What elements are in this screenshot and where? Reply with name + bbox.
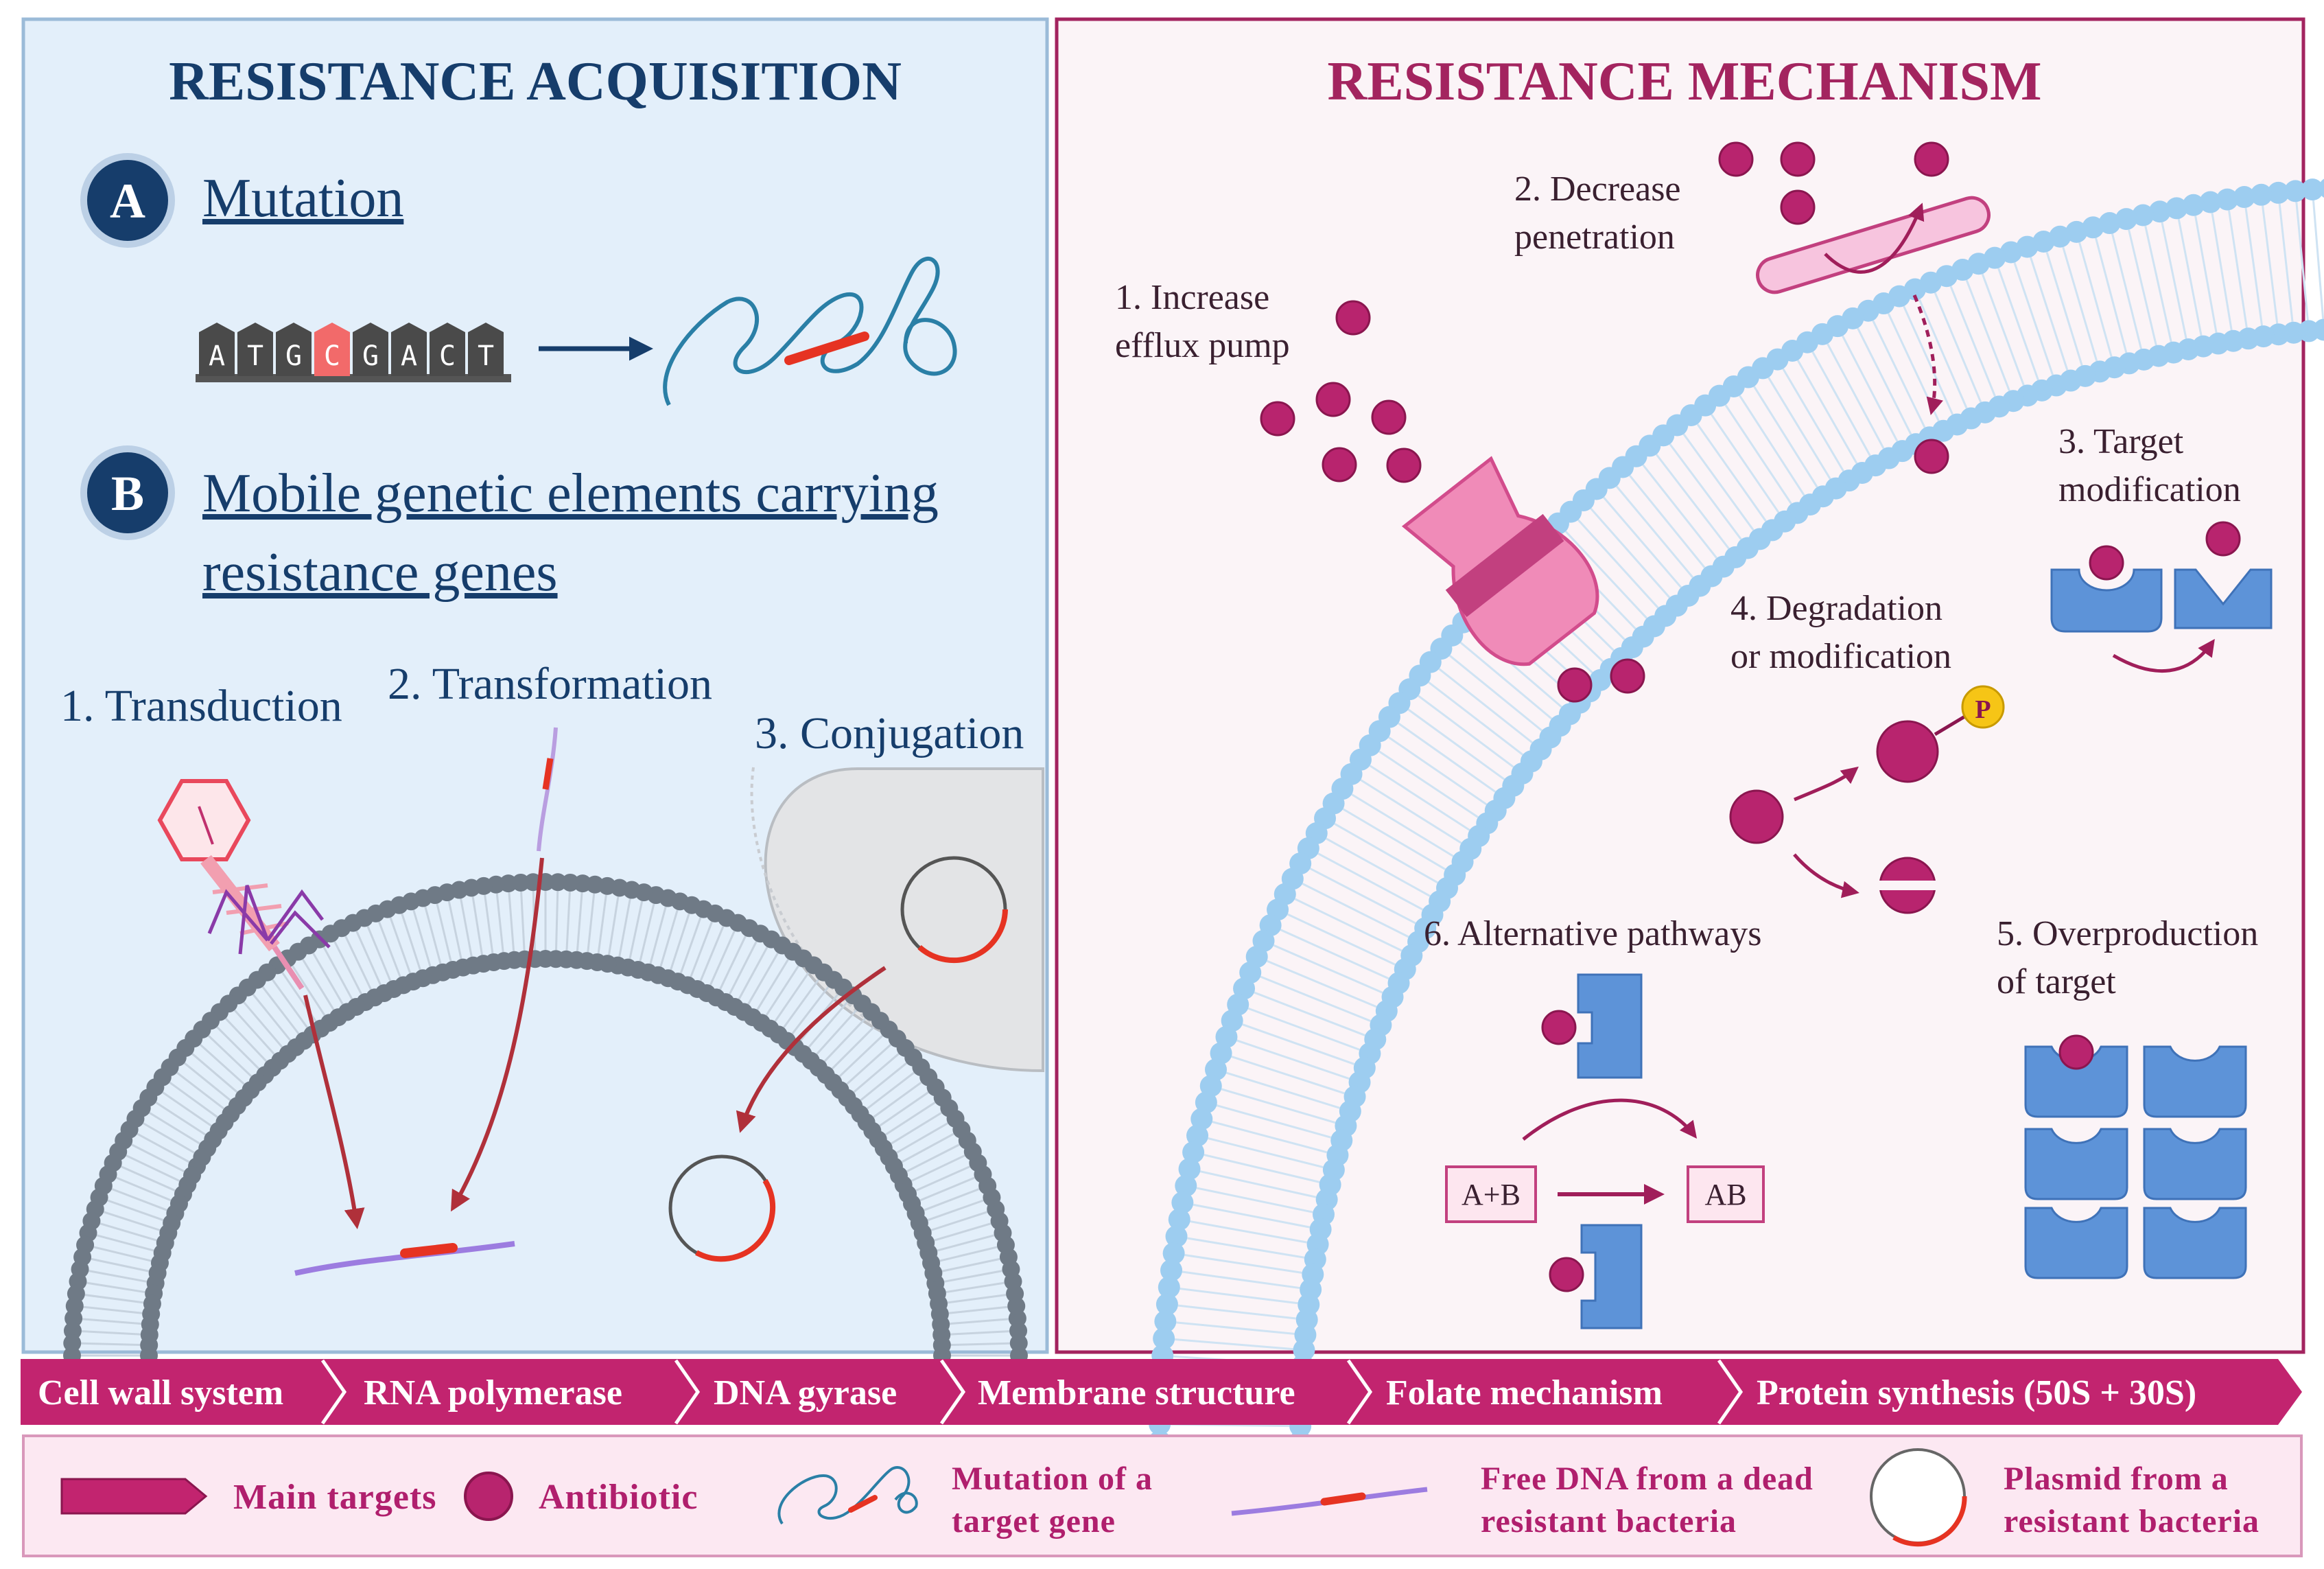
- alternative-pathway: A+B AB: [1445, 973, 1765, 1329]
- m6-line1: 6. Alternative pathways: [1424, 914, 1761, 953]
- mutated-gene-icon: [663, 257, 957, 406]
- band-target-label: RNA polymerase: [364, 1373, 622, 1413]
- target-protein: [2143, 1045, 2247, 1118]
- band-target-label: Protein synthesis (50S + 30S): [1757, 1373, 2196, 1413]
- conjugation-label: 3. Conjugation: [755, 708, 1024, 758]
- right-panel-title: RESISTANCE MECHANISM: [1328, 51, 2042, 112]
- dna-base-block: [314, 323, 350, 376]
- transformation-label: 2. Transformation: [388, 659, 712, 709]
- dna-base-letter: G: [362, 340, 379, 372]
- integrated-dna: [294, 1241, 515, 1276]
- m4-line1: 4. Degradation: [1730, 589, 1942, 628]
- badge-b-letter: B: [111, 466, 144, 521]
- dna-base-block: [468, 323, 504, 376]
- dna-base-letter: A: [209, 340, 225, 372]
- donor-cell: [750, 767, 1044, 1073]
- target-protein: [2024, 1207, 2128, 1279]
- band-separator: [1717, 1359, 1744, 1425]
- m2-line1: 2. Decrease: [1514, 170, 1681, 209]
- dna-base-block: [353, 323, 388, 376]
- dna-base-block: [391, 323, 427, 376]
- penetration-arrow: [1824, 202, 1925, 274]
- m3-line1: 3. Target: [2058, 422, 2184, 461]
- efflux-pump: [1401, 456, 1599, 666]
- m3-line2: modification: [2058, 470, 2241, 509]
- reactant-label: A+B: [1462, 1178, 1521, 1211]
- recipient-membrane: [63, 873, 1028, 1364]
- targets-band-bg: [21, 1359, 2302, 1425]
- dna-base-letter: T: [478, 340, 494, 372]
- badge-a: [80, 153, 175, 248]
- legend-mutation-line2: target gene: [952, 1503, 1116, 1539]
- porin-channel: [1756, 196, 1991, 294]
- badge-a-letter: A: [110, 174, 145, 229]
- band-target-label: Folate mechanism: [1386, 1373, 1663, 1413]
- dna-base-block: [199, 323, 235, 376]
- transduction-arrow: [303, 995, 365, 1229]
- product-label: AB: [1704, 1178, 1746, 1211]
- band-separator: [674, 1359, 701, 1425]
- legend-plasmid-line2: resistant bacteria: [2004, 1503, 2260, 1539]
- band-separator: [939, 1359, 966, 1425]
- mobile-elements-label-line1: Mobile genetic elements carrying: [202, 463, 939, 524]
- dna-base-block: [237, 323, 273, 376]
- left-panel-title: RESISTANCE ACQUISITION: [169, 51, 902, 112]
- bound-antibiotic: [2058, 1034, 2094, 1070]
- overproduced-targets: [2024, 1034, 2247, 1279]
- m1-line2: efflux pump: [1115, 326, 1290, 365]
- plasmid-icon: [1870, 1448, 1967, 1547]
- right-panel: RESISTANCE MECHANISM 1. Increase efflux …: [1055, 17, 2324, 1452]
- target-protein: [2143, 1207, 2247, 1279]
- legend-plasmid-line1: Plasmid from a: [2004, 1461, 2229, 1497]
- target-modification: [2050, 521, 2273, 673]
- dna-base-letter: C: [324, 340, 340, 372]
- dna-base-letter: T: [247, 340, 263, 372]
- received-plasmid: [668, 1154, 776, 1262]
- free-dna-fragment: [537, 727, 558, 852]
- dna-base-block: [430, 323, 465, 376]
- targets-band: Cell wall system RNA polymerase DNA gyrase…: [21, 1359, 2302, 1425]
- transformation-arrow: [451, 857, 544, 1212]
- m1-line1: 1. Increase: [1115, 278, 1269, 317]
- antibiotic-icon: [464, 1472, 513, 1521]
- badge-b: [80, 445, 175, 540]
- free-dna-icon: [1231, 1487, 1428, 1516]
- target-protein: [2024, 1128, 2128, 1200]
- bacteriophage: [157, 779, 331, 990]
- m5-line2: of target: [1997, 962, 2116, 1001]
- mutation-icon: [777, 1466, 918, 1525]
- legend-mutation-line1: Mutation of a: [952, 1461, 1153, 1497]
- main-targets-icon: [60, 1478, 208, 1515]
- m2-line2: penetration: [1514, 218, 1675, 257]
- band-target-label: Cell wall system: [38, 1373, 283, 1413]
- m5-line1: 5. Overproduction: [1997, 914, 2258, 953]
- mutation-label: Mutation: [202, 168, 403, 229]
- dna-base-letter: G: [285, 340, 302, 372]
- dna-base-letter: A: [401, 340, 417, 372]
- band-target-label: Membrane structure: [978, 1373, 1295, 1413]
- band-separator: [320, 1359, 347, 1425]
- dna-base-block: [276, 323, 312, 376]
- legend-free-dna-line1: Free DNA from a dead: [1481, 1461, 1814, 1497]
- antibiotic-degradation: P: [1729, 685, 2005, 914]
- m4-line2: or modification: [1730, 637, 1951, 676]
- legend-antibiotic: Antibiotic: [539, 1478, 698, 1517]
- target-protein: [2143, 1128, 2247, 1200]
- legend-free-dna-line2: resistant bacteria: [1481, 1503, 1737, 1539]
- legend: Main targets Antibiotic Mutation of a ta…: [22, 1434, 2303, 1557]
- band-separator: [1346, 1359, 1373, 1425]
- phosphate-label: P: [1975, 695, 1991, 724]
- legend-main-targets: Main targets: [233, 1478, 436, 1517]
- blocked-penetration-arrow: [1912, 294, 1943, 415]
- conjugation-arrow: [736, 966, 887, 1133]
- transduction-label: 1. Transduction: [60, 681, 342, 731]
- band-target-label: DNA gyrase: [714, 1373, 897, 1413]
- mobile-elements-label-line2: resistance genes: [202, 542, 558, 603]
- antibiotic-molecules: [1260, 141, 1949, 703]
- dna-base-letter: C: [439, 340, 456, 372]
